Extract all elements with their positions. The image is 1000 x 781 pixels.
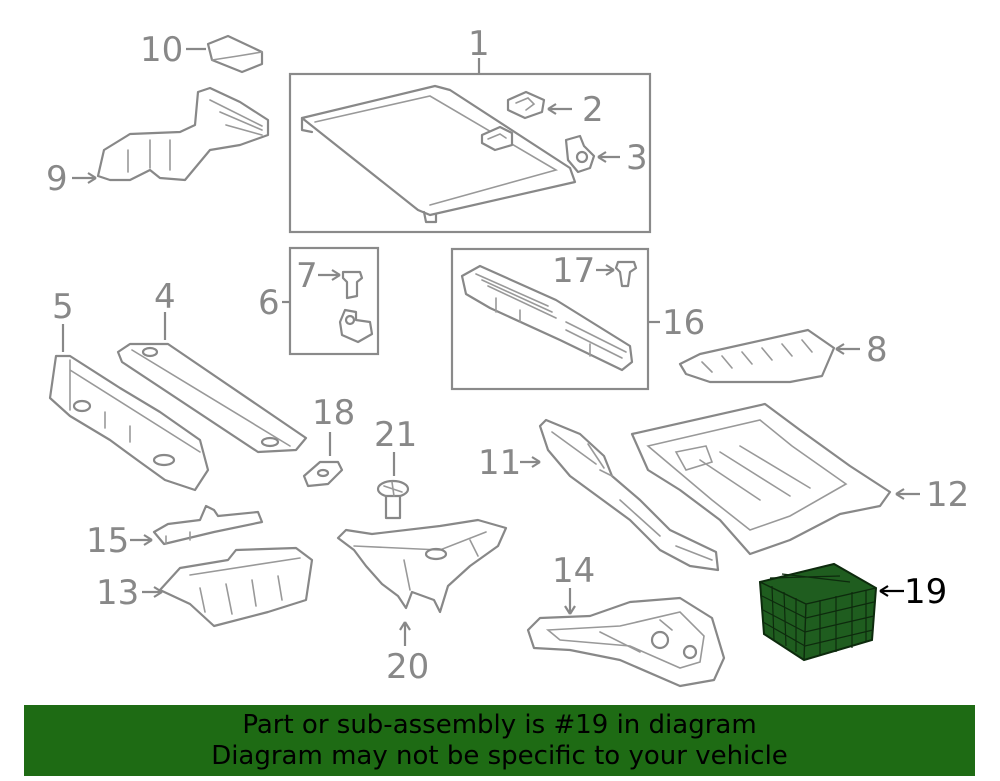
- part-13: 13: [96, 546, 314, 628]
- callout-7: 7: [296, 256, 318, 296]
- part-5: 5: [48, 287, 210, 492]
- callout-21: 21: [374, 415, 417, 455]
- callout-2: 2: [582, 90, 604, 130]
- callout-8: 8: [866, 330, 888, 370]
- callout-11: 11: [478, 443, 521, 483]
- callout-1: 1: [468, 24, 490, 64]
- callout-14: 14: [552, 551, 595, 591]
- callout-13: 13: [96, 573, 139, 613]
- callout-12: 12: [926, 475, 969, 515]
- part-16-group: 16 17: [450, 247, 705, 391]
- callout-6: 6: [258, 283, 280, 323]
- part-10: 10: [140, 30, 264, 74]
- part-20: 20: [336, 518, 508, 687]
- part-15: 15: [86, 504, 264, 561]
- callout-20: 20: [386, 647, 429, 687]
- part-14: 14: [526, 551, 726, 688]
- info-banner: Part or sub-assembly is #19 in diagram D…: [24, 705, 975, 776]
- banner-line-2: Diagram may not be specific to your vehi…: [211, 741, 788, 771]
- part-19-highlighted: 19: [758, 562, 947, 662]
- part-6-group: 6 7: [258, 246, 380, 356]
- part-2: 2: [506, 90, 604, 130]
- callout-15: 15: [86, 521, 129, 561]
- part-8: 8: [678, 328, 888, 384]
- deck-board: [300, 84, 577, 217]
- callout-10: 10: [140, 30, 183, 70]
- part-18: 18: [302, 393, 355, 488]
- callout-18: 18: [312, 393, 355, 433]
- callout-3: 3: [626, 138, 648, 178]
- callout-19: 19: [904, 572, 947, 612]
- callout-16: 16: [662, 303, 705, 343]
- callout-4: 4: [154, 277, 176, 317]
- part-9: 9: [46, 86, 270, 199]
- part-11: 11: [478, 418, 720, 572]
- part-1-group: 1: [288, 24, 652, 234]
- part-12: 12: [630, 402, 969, 556]
- callout-9: 9: [46, 159, 68, 199]
- part-4: 4: [116, 277, 308, 454]
- callout-5: 5: [52, 287, 74, 327]
- banner-line-1: Part or sub-assembly is #19 in diagram: [242, 710, 757, 740]
- part-21: 21: [374, 415, 417, 520]
- callout-17: 17: [552, 251, 595, 291]
- part-1-box: [288, 72, 652, 234]
- part-16-box: [450, 247, 650, 391]
- part-3: 3: [564, 134, 648, 178]
